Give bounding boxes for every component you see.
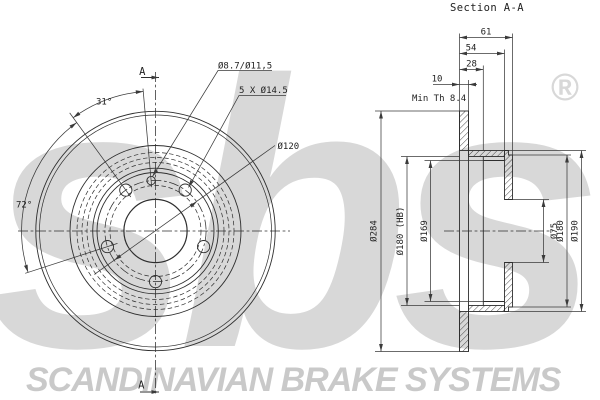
section-cut-marker-bottom: A (138, 380, 159, 394)
dim-outer-diameter-284: Ø284 (369, 110, 460, 352)
min-thickness-note: Min Th 8.4 (412, 94, 466, 104)
dim-hub-step-180: Ø180 (512, 154, 571, 308)
hat-skirt-section-top (468, 150, 505, 157)
braking-band-dashed-circle-1 (76, 152, 235, 310)
footer-watermark: SCANDINAVIAN BRAKE SYSTEMS (26, 361, 562, 399)
dim-center-bore-75: Ø75 (512, 199, 560, 263)
braking-band-dashed-circle-3 (86, 162, 225, 300)
bolt-hole-top-left (119, 183, 133, 197)
section-title: Section A-A (450, 2, 524, 14)
section-cut-label-bottom: A (138, 380, 145, 392)
bolt-holes-callout: 5 X Ø14.5 (188, 85, 288, 188)
dim-flange-offset-54: 54 (459, 44, 505, 151)
dim-drum-diameter-180hb: Ø180 (HB) (395, 156, 460, 306)
dim-180hb-label: Ø180 (HB) (395, 207, 406, 256)
radial-line-left-bolt (25, 243, 118, 274)
braking-band-dashed-circle-2 (81, 157, 230, 305)
bolt-hole-right (197, 240, 211, 254)
hat-outer-circle (92, 167, 219, 295)
dim-overall-width-61: 61 (459, 28, 513, 155)
dim-54-label: 54 (466, 44, 477, 54)
pin-hole-callout: Ø8.7/Ø11,5 (152, 61, 272, 177)
bolt-hole-bottom (148, 275, 163, 289)
dim-284-label: Ø284 (369, 220, 380, 242)
bolt-hole-top-right (178, 183, 192, 197)
bolt-circle-callout-label: Ø120 (278, 141, 300, 152)
disc-outer-chamfer-circle (39, 114, 272, 348)
dim-10-label: 10 (432, 75, 443, 85)
braking-band-outer-circle (69, 145, 242, 317)
dim-disc-thickness-10: 10 (432, 75, 477, 111)
radial-line-top-left-bolt (69, 112, 132, 198)
mounting-plate-section-bottom (504, 262, 513, 312)
hat-skirt-section-bottom (468, 305, 505, 312)
bolt-circle-callout: Ø120 (94, 141, 300, 275)
dim-28-label: 28 (466, 60, 477, 70)
bolt-angle-label: 72° (16, 201, 32, 211)
dim-shoulder-diameter-169: Ø169 (419, 160, 484, 302)
bolt-holes-callout-label: 5 X Ø14.5 (239, 85, 288, 96)
radial-line-pin-hole (142, 88, 153, 188)
registered-trademark-icon: ® (551, 67, 579, 109)
section-cut-marker-top: A (139, 66, 159, 80)
pin-hole-callout-label: Ø8.7/Ø11,5 (218, 61, 272, 72)
angle-dimension-31: 31° (69, 88, 153, 198)
dim-190-label: Ø190 (570, 220, 581, 242)
pin-angle-label: 31° (96, 98, 112, 108)
dim-flange-diameter-190: Ø190 (508, 150, 586, 312)
dim-180-label: Ø180 (555, 220, 566, 242)
angle-dimension-72: 72° (16, 122, 118, 274)
section-cut-label-top: A (139, 66, 146, 78)
mounting-plate-section-top (504, 150, 513, 200)
dim-61-label: 61 (481, 28, 492, 38)
front-view: 31° 72° Ø8.7/Ø11,5 5 X Ø14.5 Ø120 (16, 61, 300, 396)
disc-ring-section-bottom (459, 311, 469, 352)
dim-169-label: Ø169 (419, 220, 430, 242)
disc-ring-section-top (459, 110, 469, 151)
bolt-hole-left (100, 240, 114, 254)
dim-hat-depth-28: 28 (459, 60, 484, 151)
angle-arc-72 (21, 122, 77, 273)
dim-75-label: Ø75 (549, 223, 560, 239)
hub-face-dashed-circle (109, 185, 202, 277)
section-view: Section A-A 61 54 (369, 2, 586, 352)
center-bore-circle (123, 198, 188, 264)
disc-outer-circle (35, 110, 276, 352)
